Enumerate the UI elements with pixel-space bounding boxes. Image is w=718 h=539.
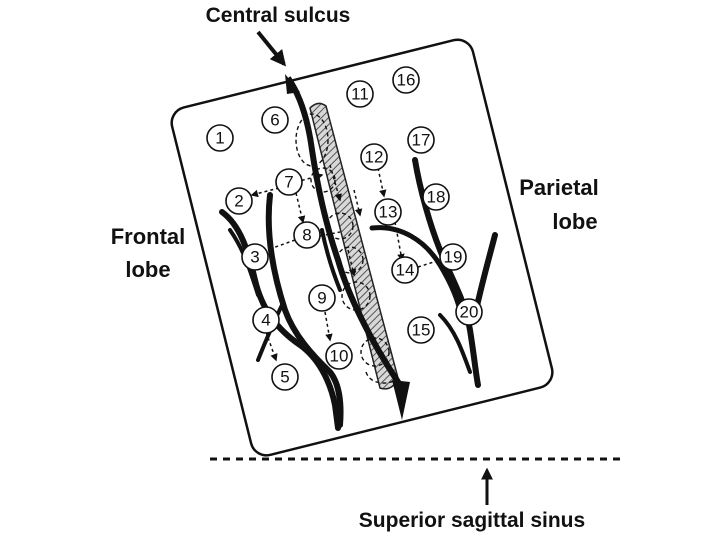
electrode-3: 3 [241,243,269,271]
electrode-18: 18 [422,183,450,211]
electrode-15: 15 [407,316,435,344]
electrode-10: 10 [325,342,353,370]
electrode-16: 16 [392,66,420,94]
electrode-15-number: 15 [412,321,431,340]
central-sulcus-label: Central sulcus [206,4,351,27]
electrode-5: 5 [271,363,299,391]
electrode-18-number: 18 [427,188,446,207]
electrode-4-number: 4 [261,311,270,330]
electrode-6: 6 [261,106,289,134]
electrode-12: 12 [360,143,388,171]
electrode-13: 13 [374,198,402,226]
electrode-3-number: 3 [250,248,259,267]
electrode-labels: 1 2 3 4 5 6 7 8 9 10 11 12 13 14 15 16 1… [206,66,483,391]
electrode-19-number: 19 [444,248,463,267]
electrode-20-number: 20 [460,303,479,322]
sulcus-bottom-arrowhead [392,380,410,420]
electrode-12-number: 12 [365,148,384,167]
electrode-4: 4 [252,306,280,334]
stimulation-arrows [250,164,441,362]
electrode-20: 20 [455,298,483,326]
electrode-grid [170,38,554,457]
electrode-8: 8 [293,221,321,249]
electrode-9: 9 [308,284,336,312]
electrode-1-number: 1 [215,129,224,148]
electrode-6-number: 6 [270,111,279,130]
parietal-lobe-label-line2: lobe [552,209,597,234]
electrode-9-number: 9 [317,289,326,308]
sulcus-top-arrowhead [285,74,300,94]
electrode-16-number: 16 [397,71,416,90]
dashed-electrode-circles [295,113,399,384]
central-sulcus-arrow [256,30,287,67]
electrode-2: 2 [225,187,253,215]
electrode-14-number: 14 [396,261,415,280]
electrode-14: 14 [391,256,419,284]
central-sulcus-band [309,102,399,390]
electrode-5-number: 5 [280,368,289,387]
electrode-19: 19 [439,243,467,271]
electrode-2-number: 2 [234,192,243,211]
electrode-17-number: 17 [412,131,431,150]
parietal-lobe-label-line1: Parietal [519,175,599,200]
electrode-11-number: 11 [351,85,369,104]
frontal-lobe-label-line2: lobe [125,257,170,282]
electrode-7-number: 7 [284,173,293,192]
electrode-1: 1 [206,124,234,152]
electrode-11: 11 [346,80,374,108]
electrode-17: 17 [407,126,435,154]
electrode-13-number: 13 [379,203,398,222]
superior-sagittal-sinus-label: Superior sagittal sinus [359,509,585,532]
electrode-10-number: 10 [330,347,349,366]
frontal-lobe-label-line1: Frontal [111,224,186,249]
electrode-7: 7 [275,168,303,196]
electrode-8-number: 8 [302,226,311,245]
